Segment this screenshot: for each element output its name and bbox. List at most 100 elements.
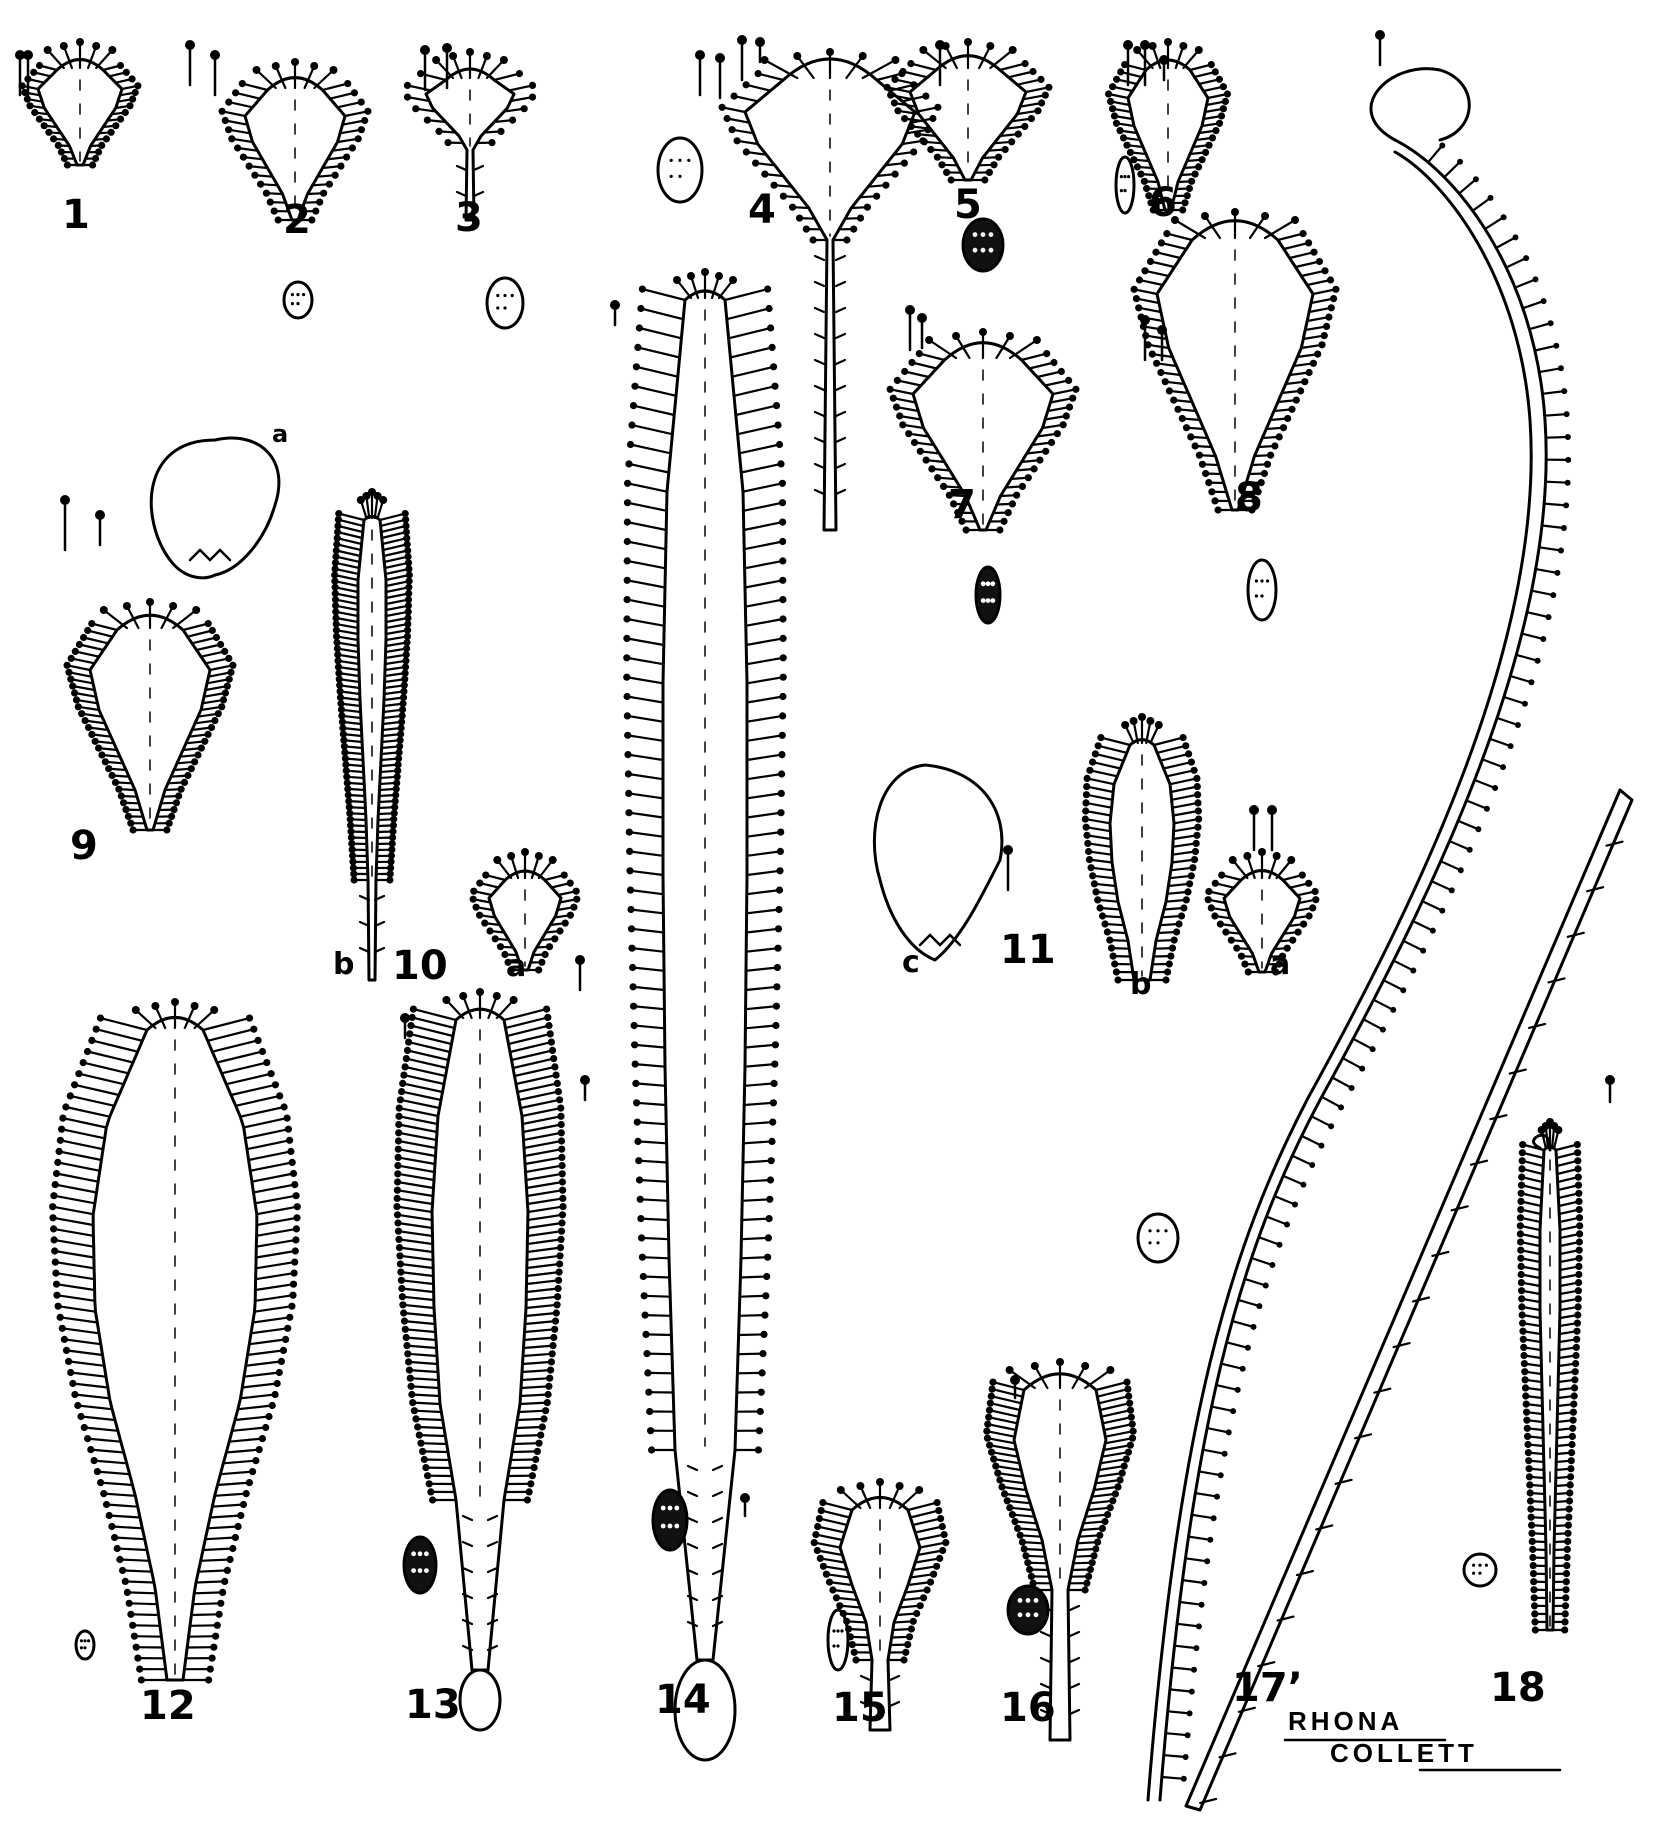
leaf-10b-gland [334, 522, 342, 530]
leaf-11b-tentacle [1168, 777, 1199, 786]
leaf-5-gland [901, 115, 909, 123]
leaf-14-gland [644, 1369, 652, 1377]
leaf-13-tentacle [396, 1189, 435, 1198]
leaf-10b-gland [397, 724, 405, 732]
leaf-18-gland [1574, 1173, 1582, 1181]
leaf-4-gland [910, 81, 918, 89]
leaf-10b-gland [404, 608, 412, 616]
leaf-8-gland [1291, 216, 1300, 224]
leaf-14-gland [779, 654, 787, 662]
leaf-14-gland [779, 673, 787, 681]
leaf-9-gland [108, 771, 116, 780]
leaf-3-gland [528, 93, 537, 101]
leaf-4-bristle [834, 384, 847, 392]
leaf-11b-gland [1170, 936, 1178, 944]
figure-label-10: 10 [392, 943, 448, 989]
leaf-12-tentacle [73, 1083, 121, 1097]
leaf-9-gland [219, 696, 228, 704]
leaf-9-gland [229, 661, 237, 669]
leaf-13-gland [394, 1137, 403, 1145]
leaf-12-tentacle [69, 1371, 108, 1378]
seed-18-dot [1478, 1571, 1482, 1575]
leaf-4-gland [919, 137, 927, 145]
leaf-17-tentacle [1181, 1578, 1206, 1585]
leaf-9-gland [184, 771, 192, 780]
seed-14-dot [660, 1505, 666, 1511]
leaf-11b-gland [1189, 864, 1197, 872]
leaf-9-gland [225, 675, 233, 683]
leaf-10a-gland [496, 943, 505, 951]
leaf-14-tentacle [629, 888, 665, 896]
figure-label-1: 1 [62, 192, 90, 238]
seed-5 [961, 217, 1005, 273]
leaf-12-gland [292, 1236, 300, 1244]
leaf-17-gland [1269, 1262, 1276, 1268]
leaf-18-gland [1524, 1440, 1532, 1449]
leaf-10b-gland [401, 663, 410, 671]
leaf-10a-gland [545, 943, 554, 951]
leaf-4-gland [802, 225, 810, 233]
leaf-2-gland [343, 153, 351, 161]
leaf-13-tentacle [519, 1385, 551, 1390]
leaf-6-gland [1143, 184, 1151, 193]
leaf-14-gland [777, 789, 785, 798]
leaf-15-bristle [859, 1700, 872, 1708]
leaf-9-tentacle [160, 604, 175, 630]
leaf-15-gland [935, 1507, 943, 1515]
leaf-14-tentacle [738, 1294, 767, 1298]
leaf-17-gland [1250, 1323, 1257, 1330]
leaf-11b-gland [1184, 888, 1192, 896]
leaf-9-gland [163, 826, 171, 834]
leaf-2-tentacle [227, 128, 252, 135]
seed-15 [826, 1608, 850, 1672]
leaf-11a-gland [1244, 968, 1252, 976]
leaf-3-gland [417, 70, 425, 78]
leaf-1-gland [59, 42, 68, 50]
leaf-14-bristle [686, 1542, 699, 1550]
leaf-11b-gland [1187, 872, 1195, 880]
leaf-3-bristle [455, 190, 468, 198]
leaf-13-gland [542, 1407, 550, 1415]
leaf-11b-tentacle [1091, 874, 1116, 880]
leaf-16-gland [994, 1469, 1002, 1477]
leaf-15-gland [939, 1546, 947, 1555]
leaf-18-gland [1575, 1270, 1583, 1279]
seed-5-dot [980, 232, 986, 238]
leaf-10b-bristle [358, 894, 371, 902]
leaf-18-gland [1564, 1537, 1572, 1545]
leaf-14-gland [770, 363, 778, 371]
seed-16-dot [1017, 1598, 1023, 1603]
leaf-12-gland [284, 1125, 292, 1133]
leaf-12-gland [90, 1457, 98, 1465]
leaf-11b-tentacle [1088, 769, 1119, 778]
leaf-11b-gland [1179, 734, 1187, 742]
leaf-17-gland [1500, 214, 1507, 221]
leaf-13-tentacle [400, 1090, 443, 1102]
leaf-12-tentacle [255, 1205, 299, 1216]
leaf-11b-gland [1191, 847, 1199, 856]
leaf-4-bristle [834, 410, 847, 418]
leaf-13-tentacle [410, 1393, 441, 1398]
leaf-12-tentacle [255, 1227, 298, 1237]
leaf-14-tentacle [745, 888, 781, 896]
leaf-6-gland [1116, 127, 1124, 135]
leaf-13-gland [422, 1464, 430, 1472]
leaf-12-tentacle [206, 1525, 240, 1530]
seed-7-dot [980, 598, 986, 603]
leaf-13-gland [409, 1005, 417, 1013]
leaf-5-tentacle [889, 94, 915, 101]
leaf-2-gland [329, 66, 338, 74]
leaf-8-tentacle [1135, 297, 1161, 305]
leaf-17-gland [1239, 1365, 1246, 1372]
leaf-12-tentacle [219, 1470, 254, 1476]
leaf-17-gland [1457, 158, 1463, 165]
leaf-6-gland [1217, 112, 1226, 120]
leaf-13-tentacle [406, 1049, 450, 1062]
leaf-2-gland [262, 189, 270, 197]
leaf-5-gland [943, 168, 951, 176]
leaf-12-gland [245, 1479, 253, 1487]
leaf-12-gland [71, 1390, 79, 1399]
leaf-12-tentacle [244, 1360, 283, 1367]
seed-18-dot [1484, 1563, 1488, 1567]
leaf-16-bristle [1039, 1630, 1052, 1638]
